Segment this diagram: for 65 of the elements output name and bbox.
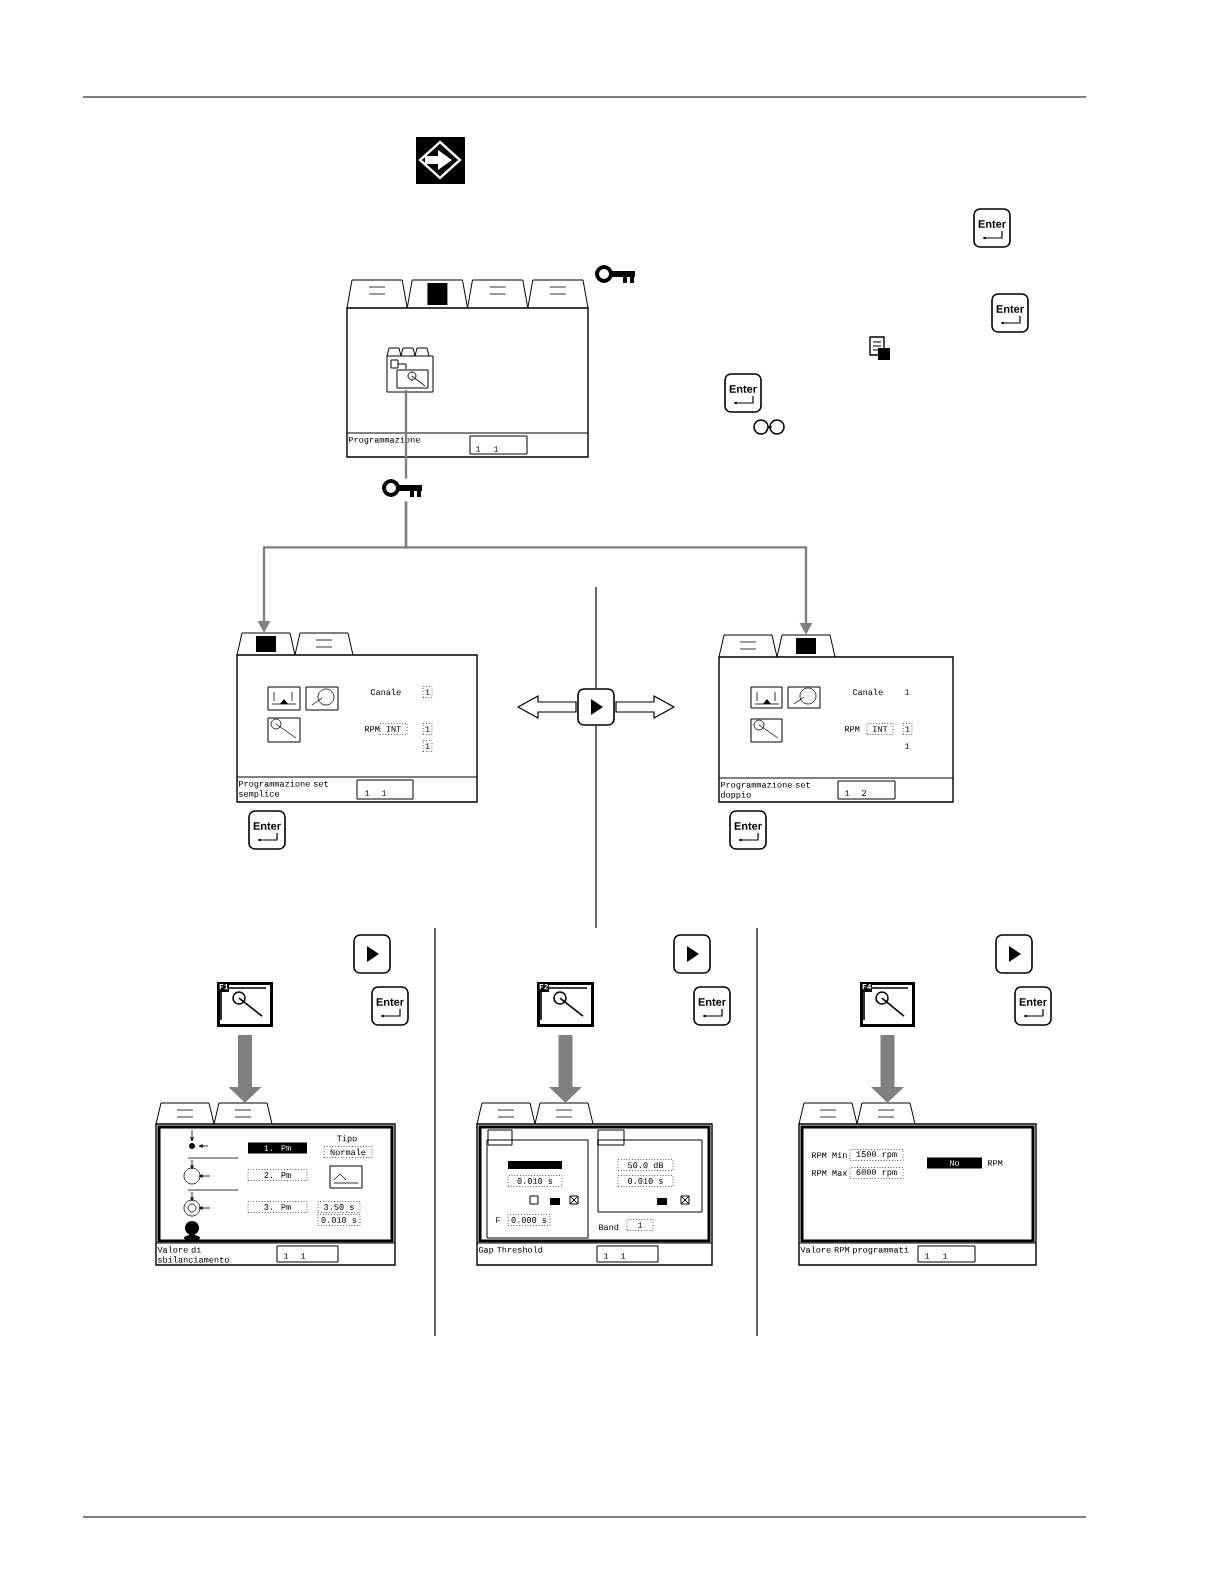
status-text: Valore RPM programmati [800,1246,909,1255]
value-field: 3.50 s [317,1201,361,1213]
screen [476,1102,713,1266]
value-field: Normale [323,1146,373,1158]
value-field: 6000 rpm [849,1167,904,1179]
value-text: 1 [382,790,387,796]
value-field: 0.000 s [507,1214,551,1226]
value-text: 1 [284,1253,289,1259]
value-text: 1 [943,1253,948,1259]
status-text: Valore di sbilanciamento [157,1246,229,1263]
enter-key: Enter [991,293,1029,333]
screen-label: RPM [845,726,860,732]
value-text: 1 [365,790,370,796]
screen [155,1102,396,1266]
screen-label: Canale [370,688,401,696]
value-text: 1 [925,1253,930,1259]
value-text: Tipo [337,1135,357,1143]
selected-field: No [927,1157,982,1169]
value-field: 2. Pm [247,1169,308,1181]
value-text: 1 [494,446,499,452]
value-field: 1 [626,1219,654,1231]
value-field: INT [379,723,408,735]
value-text: 1 [476,446,481,452]
value-text: 1 [905,743,910,749]
value-field: 0.010 s [317,1214,361,1226]
enter-key: Enter [729,810,767,850]
enter-key: Enter [248,810,286,850]
value-field: 0.010 s [507,1175,563,1187]
value-field: 3. Pm [247,1201,308,1213]
enter-key: Enter [724,373,762,413]
value-field: 1 [902,723,913,735]
screen [718,634,954,803]
value-text: 1 [905,689,910,695]
enter-key: Enter [973,208,1011,248]
status-text: Programmazione set doppio [720,781,810,800]
value-field: INT [866,723,894,735]
status-text: Programmazione set semplice [239,780,328,799]
value-field: 1500 rpm [849,1149,904,1161]
screen-label: Canale [852,688,883,696]
value-text: 1 [301,1253,306,1259]
value-text: 1 [845,790,850,796]
enter-key: Enter [1014,986,1052,1026]
value-text: 1 [604,1253,609,1259]
key-icon [382,479,422,497]
selected-field: 1. Pm [248,1142,307,1154]
status-text: Programmazione [349,436,420,445]
value-field: 1 [422,740,433,752]
screen [798,1102,1037,1266]
enter-key: Enter [693,986,731,1026]
screen-label: RPM [365,726,380,732]
value-text: 1 [621,1253,626,1259]
screen-label: RPM Max [812,1170,847,1176]
enter-key: Enter [371,986,409,1026]
value-field: 1 [422,686,433,698]
value-text: 2 [862,790,866,796]
screen-label: F [496,1217,500,1223]
value-field: 1 [422,723,433,735]
value-field: 50.0 dB [617,1159,674,1171]
screen [346,279,589,458]
value-field: 0.010 s [617,1175,674,1187]
screen-label: RPM Min [812,1151,847,1159]
status-text: Gap Threshold [478,1246,543,1255]
screen-label: Band [599,1223,619,1231]
screen-label: RPM [988,1160,1003,1166]
screen [236,632,478,803]
